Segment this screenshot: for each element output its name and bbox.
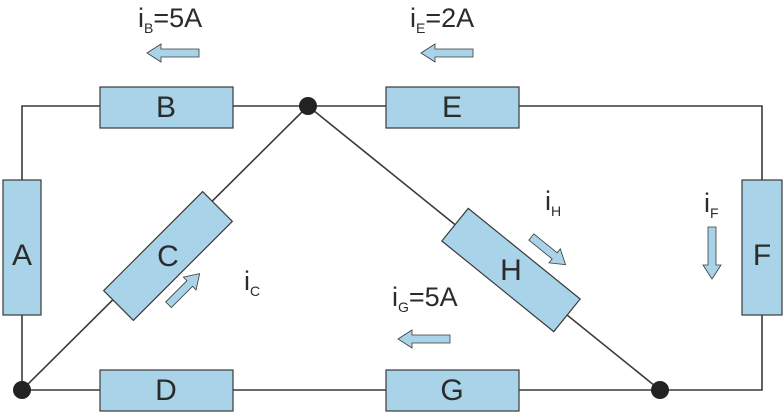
resistor-a: A bbox=[2, 179, 42, 316]
resistor-g-label: G bbox=[440, 374, 463, 407]
resistor-c-body bbox=[102, 190, 234, 322]
resistor-d-label: D bbox=[155, 374, 177, 407]
current-label-g: iG=5A bbox=[392, 282, 458, 315]
arrow-down-icon-f bbox=[702, 226, 722, 280]
current-label-h: iH bbox=[545, 186, 561, 219]
resistor-f-body bbox=[741, 179, 783, 316]
resistor-e-body bbox=[385, 86, 520, 129]
node-bottom-right bbox=[651, 381, 669, 399]
resistor-f: F bbox=[741, 179, 783, 316]
arrow-left-icon-b bbox=[146, 43, 200, 63]
wire-right-bottom bbox=[660, 315, 763, 391]
arrow-left-icon-g bbox=[397, 329, 451, 349]
resistor-c-label: C bbox=[157, 240, 179, 273]
resistor-g-body bbox=[385, 369, 520, 412]
resistor-h-label: H bbox=[500, 254, 522, 287]
resistor-c: C bbox=[102, 190, 234, 322]
current-labels: iB=5A iE=2A iC iH iF iG=5A bbox=[138, 3, 719, 315]
current-label-e: iE=2A bbox=[410, 3, 474, 36]
current-label-c: iC bbox=[244, 266, 260, 299]
nodes bbox=[13, 97, 669, 399]
current-label-b: iB=5A bbox=[138, 3, 202, 36]
resistor-b: B bbox=[99, 86, 234, 129]
current-label-f: iF bbox=[704, 188, 719, 221]
current-arrows bbox=[146, 43, 722, 349]
resistor-f-label: F bbox=[753, 239, 771, 272]
resistor-e: E bbox=[385, 86, 520, 129]
resistor-h: H bbox=[440, 207, 582, 333]
arrow-left-icon-e bbox=[420, 43, 474, 63]
resistor-a-body bbox=[2, 179, 42, 316]
wires bbox=[21, 105, 763, 391]
arrow-down-left-icon-c bbox=[165, 273, 201, 309]
resistor-d-body bbox=[99, 369, 234, 412]
wire-top-right bbox=[519, 105, 763, 180]
resistor-e-label: E bbox=[442, 91, 462, 124]
arrow-down-right-icon-h bbox=[528, 233, 567, 266]
resistor-a-label: A bbox=[12, 239, 32, 272]
resistor-b-label: B bbox=[156, 91, 176, 124]
resistor-g: G bbox=[385, 369, 520, 412]
node-bottom-left bbox=[13, 381, 31, 399]
resistor-h-body bbox=[440, 207, 582, 333]
wire-top-left bbox=[21, 105, 100, 180]
resistor-b-body bbox=[99, 86, 234, 129]
node-top bbox=[299, 97, 317, 115]
resistor-d: D bbox=[99, 369, 234, 412]
resistors: A B E F D G C H bbox=[2, 86, 783, 412]
